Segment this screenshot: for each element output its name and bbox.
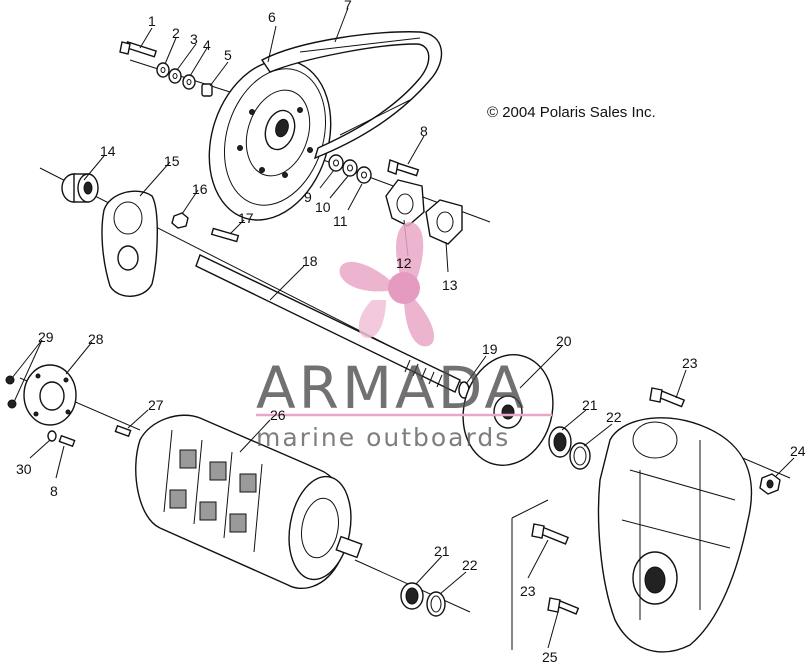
- callout-23-upper: 23: [682, 355, 698, 371]
- track-drive-part-26: [135, 414, 363, 589]
- callout-1: 1: [148, 13, 156, 29]
- callout-20: 20: [556, 333, 572, 349]
- armada-watermark: ARMADA marine outboards: [256, 222, 552, 452]
- callout-10: 10: [315, 199, 331, 215]
- callout-23-lower: 23: [520, 583, 536, 599]
- callout-29: 29: [38, 329, 54, 345]
- callout-11: 11: [333, 213, 348, 229]
- flange-part-28: [23, 364, 77, 426]
- callout-2: 2: [172, 25, 180, 41]
- callout-7: 7: [344, 0, 352, 13]
- callout-21-lower: 21: [434, 543, 450, 559]
- bolt-part-23-upper: [649, 387, 686, 408]
- key-part-17: [210, 227, 240, 243]
- pin-part-8-lower: [58, 434, 76, 448]
- washer-part-3: [168, 68, 182, 84]
- watermark-tagline: marine outboards: [256, 423, 510, 452]
- callout-19: 19: [482, 341, 498, 357]
- callout-3: 3: [190, 31, 198, 47]
- callout-13: 13: [442, 277, 458, 293]
- drive-clutch-part-6: [208, 59, 332, 221]
- nut-part-16: [171, 212, 189, 229]
- bolt-part-8-upper: [387, 159, 420, 177]
- callout-15: 15: [164, 153, 180, 169]
- callout-8-lower: 8: [50, 483, 58, 499]
- drive-belt-part-7: [260, 31, 443, 160]
- callout-16: 16: [192, 181, 208, 197]
- chaincase-housing: [597, 417, 753, 653]
- nut-part-24: [759, 473, 781, 495]
- shaft-part-18: [195, 254, 461, 393]
- bearing-plate-part-12: [385, 179, 425, 227]
- bolt-part-29: [5, 375, 17, 409]
- washer-part-11: [356, 166, 372, 184]
- callout-28: 28: [88, 331, 104, 347]
- callout-27: 27: [148, 397, 164, 413]
- callout-26: 26: [270, 407, 286, 423]
- seal-part-21-lower: [400, 582, 424, 610]
- watermark-brand: ARMADA: [256, 354, 527, 422]
- pin-part-27: [114, 424, 132, 438]
- callout-18: 18: [302, 253, 318, 269]
- callout-14: 14: [100, 143, 116, 159]
- callout-12: 12: [396, 255, 412, 271]
- plate-part-15: [101, 190, 158, 297]
- callout-labels: 1 2 3 4 5 6 7 8 9 10 11 12 13 14 15 16 1…: [16, 0, 806, 663]
- callout-8-upper: 8: [420, 123, 428, 139]
- ring-part-22-lower: [426, 591, 446, 617]
- callout-6: 6: [268, 9, 276, 25]
- bearing-part-14: [61, 173, 99, 203]
- callout-25: 25: [542, 649, 558, 663]
- callout-24: 24: [790, 443, 806, 459]
- seal-part-21-upper: [548, 426, 572, 458]
- callout-5: 5: [224, 47, 232, 63]
- bearing-plate-part-13: [425, 199, 463, 245]
- washer-part-10: [342, 159, 358, 177]
- callout-30: 30: [16, 461, 32, 477]
- callout-9: 9: [304, 189, 312, 205]
- bolt-part-23-lower: [531, 523, 570, 545]
- spacer-part-5: [201, 83, 213, 97]
- bolt-part-1: [119, 40, 158, 58]
- bolt-part-25: [547, 597, 580, 615]
- callout-22-upper: 22: [606, 409, 622, 425]
- ring-part-22-upper: [569, 442, 591, 470]
- copyright-notice: © 2004 Polaris Sales Inc.: [487, 104, 656, 121]
- washer-part-9: [328, 154, 344, 172]
- callout-17: 17: [238, 210, 254, 226]
- washer-part-30: [47, 430, 57, 442]
- washer-part-4: [182, 74, 196, 90]
- callout-22-lower: 22: [462, 557, 478, 573]
- callout-21-upper: 21: [582, 397, 598, 413]
- washer-part-2: [156, 62, 170, 78]
- callout-4: 4: [203, 37, 211, 53]
- propeller-logo: [339, 222, 435, 347]
